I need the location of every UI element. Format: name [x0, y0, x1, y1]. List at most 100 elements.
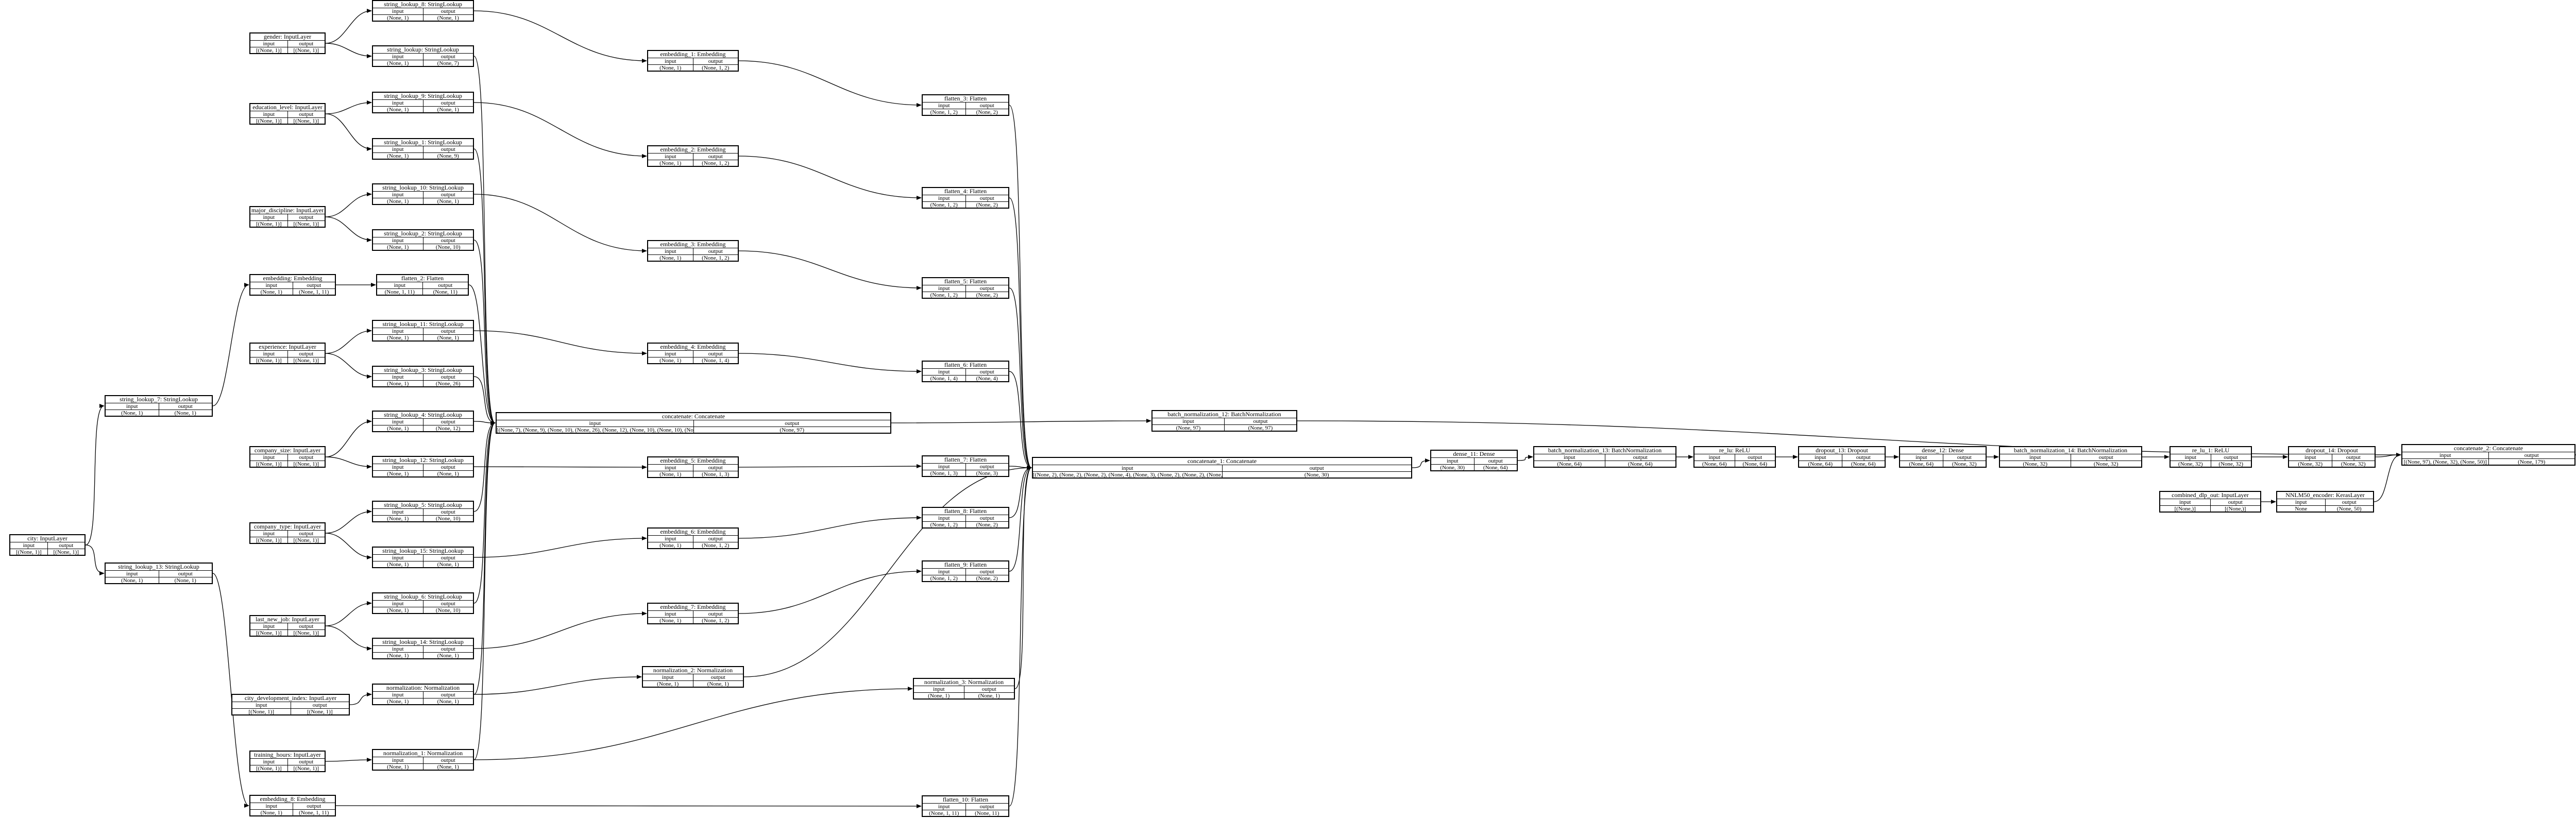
input-header: input	[1563, 454, 1575, 461]
input-shape: (None, 1)	[659, 542, 682, 549]
shape-row: (None, 1)(None, 1, 3)	[648, 471, 738, 478]
edge-flatten_2-to-concatenate	[468, 284, 496, 425]
edge-major_discipline-to-sl2	[325, 216, 372, 242]
input-header: input	[392, 464, 404, 470]
output-shape: (None, 1)	[422, 698, 473, 705]
output-header: output	[287, 623, 325, 629]
edge-sl7-to-embedding	[212, 283, 249, 406]
output-header: output	[422, 192, 473, 198]
output-header: output	[1224, 418, 1296, 424]
input-header: input	[1814, 454, 1826, 461]
input-shape: (None, 64)	[1909, 461, 1934, 467]
output-shape: (None, 26)	[422, 381, 473, 387]
output-shape: (None, 12)	[422, 425, 473, 432]
output-header: output	[158, 403, 212, 410]
edge-experience-to-sl11	[325, 329, 372, 354]
input-header: input	[2029, 454, 2041, 461]
shape-row: [(None, 1)][(None, 1)]	[250, 765, 325, 772]
input-header: input	[392, 757, 404, 763]
shape-row: (None, 32)(None, 32)	[2171, 461, 2251, 467]
input-header: input	[938, 569, 950, 575]
shape-row: [(None, 1)][(None, 1)]	[10, 549, 84, 555]
input-header: input	[392, 555, 404, 561]
layer-title: string_lookup_4: StringLookup	[373, 412, 473, 419]
input-header: input	[263, 623, 275, 629]
input-header: input	[392, 374, 404, 380]
input-shape: (None, 32)	[2298, 461, 2323, 467]
shape-row: (None, 1)(None, 1, 2)	[648, 255, 738, 261]
output-header: output	[292, 803, 335, 809]
layer-title: flatten_7: Flatten	[923, 456, 1008, 464]
edge-sl8-to-emb1	[473, 10, 647, 63]
output-header: output	[1841, 454, 1885, 461]
input-header: input	[263, 759, 275, 765]
shape-row: (None, 1)(None, 1)	[106, 410, 212, 416]
input-shape: [(None, 1)]	[256, 47, 282, 54]
output-shape: (None, 3)	[965, 470, 1009, 476]
output-header: output	[965, 515, 1009, 521]
input-header: input	[664, 611, 676, 617]
input-shape: [(None, 1)]	[256, 357, 282, 364]
layer-title: string_lookup_9: StringLookup	[373, 93, 473, 100]
output-shape: (None, 32)	[1942, 461, 1986, 467]
output-header: output	[292, 282, 335, 288]
input-shape: [(None, 1)]	[16, 549, 42, 555]
input-shape: [(None, 1)]	[256, 221, 282, 227]
edge-norm-to-norm2	[473, 675, 642, 695]
output-shape: (None, 1, 2)	[692, 542, 738, 549]
output-header: output	[692, 154, 738, 160]
output-header: output	[287, 759, 325, 765]
output-shape: (None, 32)	[2210, 461, 2251, 467]
input-header: input	[394, 282, 406, 288]
output-header: output	[422, 464, 473, 470]
layer-title: batch_normalization_13: BatchNormalizati…	[1534, 447, 1675, 454]
output-header: output	[2331, 454, 2375, 461]
layer-node-bn14: batch_normalization_14: BatchNormalizati…	[1999, 446, 2142, 468]
input-header: input	[938, 195, 950, 201]
output-shape: [(None, 1)]	[287, 47, 325, 54]
io-header-row: input output	[373, 464, 473, 471]
output-shape: [(None, 1)]	[287, 461, 325, 467]
shape-row: [(None, 7), (None, 9), (None, 10), (None…	[497, 427, 890, 433]
input-shape: (None, 64)	[1557, 461, 1582, 467]
edge-norm-to-concatenate	[473, 421, 496, 695]
shape-row: (None, 1)(None, 1)	[643, 681, 743, 687]
shape-row: (None, 1, 2) (None, 2)	[923, 292, 1008, 298]
input-shape: (None, 1, 2)	[930, 575, 958, 582]
input-header: input	[263, 454, 275, 461]
edge-emb7-to-flatten_9	[738, 569, 922, 614]
output-shape: (None, 2)	[965, 292, 1009, 298]
edge-emb2-to-flatten_4	[738, 156, 922, 200]
shape-row: (None, 1)(None, 10)	[373, 516, 473, 522]
input-header: input	[664, 154, 676, 160]
input-header: input	[664, 248, 676, 254]
input-shape: [(None, 97), (None, 32), (None, 50)]	[2403, 459, 2487, 465]
output-header: output	[1473, 458, 1517, 464]
input-header: input	[392, 54, 404, 60]
input-shape: (None, 1, 2)	[930, 292, 958, 298]
edge-last_new_job-to-sl6	[325, 601, 372, 626]
layer-title: string_lookup_8: StringLookup	[373, 1, 473, 8]
